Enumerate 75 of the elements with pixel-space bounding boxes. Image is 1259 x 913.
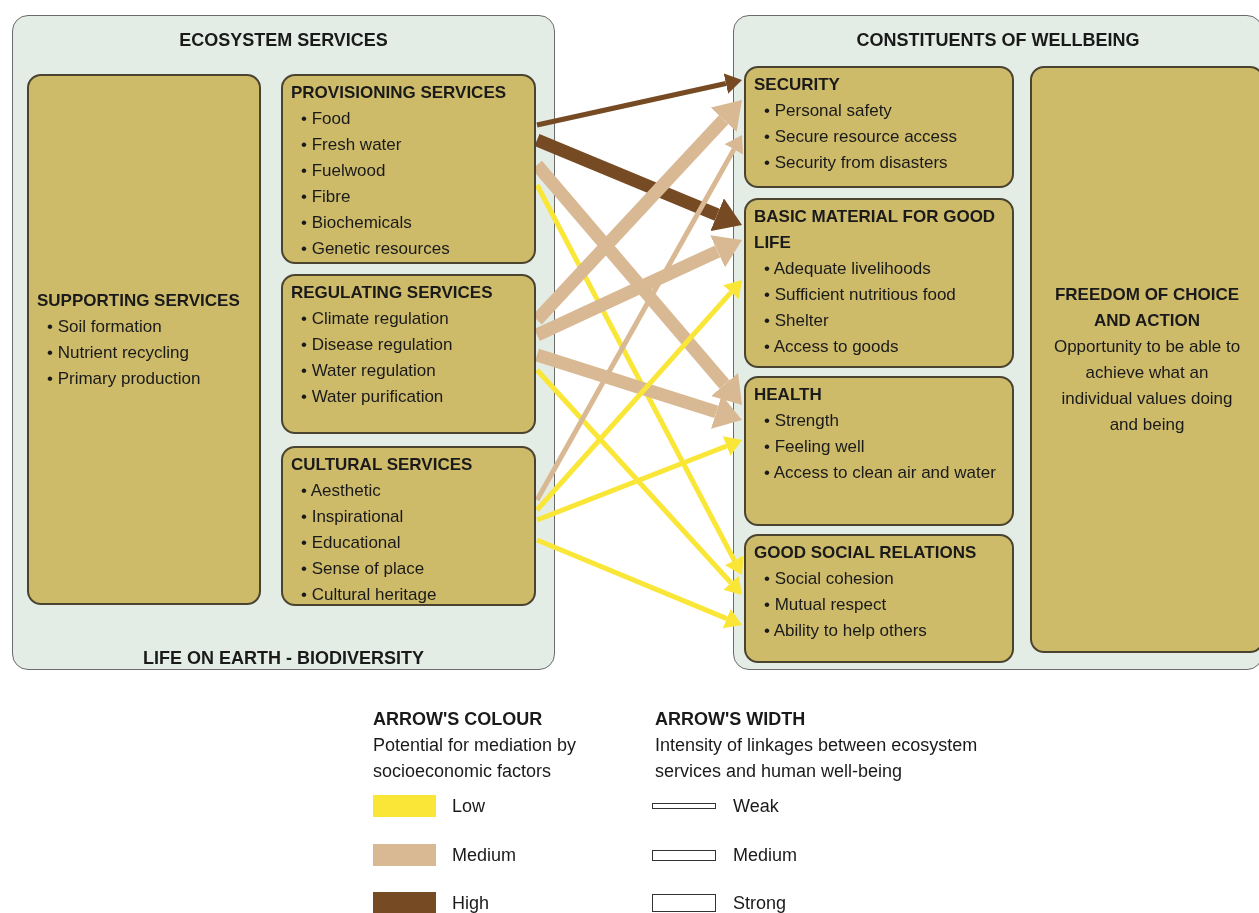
arrow bbox=[535, 280, 742, 512]
list-item: • Water regulation bbox=[300, 360, 437, 382]
box-heading: CULTURAL SERVICES bbox=[291, 454, 474, 476]
list-item: • Adequate livelihoods bbox=[763, 258, 932, 280]
legend-description: Potential for mediation by socioeconomic factors bbox=[373, 734, 578, 783]
box-heading: HEALTH bbox=[754, 384, 823, 406]
legend-label: Strong bbox=[733, 892, 787, 913]
arrow bbox=[534, 235, 742, 341]
category-box bbox=[27, 74, 261, 605]
box-heading: FREEDOM OF CHOICE AND ACTION bbox=[1053, 283, 1241, 332]
box-heading: SECURITY bbox=[754, 74, 841, 96]
arrow bbox=[536, 537, 742, 629]
list-item: • Food bbox=[300, 108, 352, 130]
group-title: CONSTITUENTS OF WELLBEING bbox=[856, 30, 1140, 51]
list-item: • Access to goods bbox=[763, 336, 900, 358]
arrow bbox=[536, 73, 742, 128]
list-item: • Inspirational bbox=[300, 506, 405, 528]
list-item: • Primary production bbox=[46, 367, 202, 390]
list-item: • Fibre bbox=[300, 186, 352, 208]
legend-label: High bbox=[452, 892, 490, 913]
list-item: • Social cohesion bbox=[763, 568, 895, 590]
arrow bbox=[534, 134, 742, 232]
legend-label: Medium bbox=[733, 844, 798, 867]
category-box bbox=[281, 446, 536, 606]
legend-heading: ARROW'S WIDTH bbox=[655, 708, 807, 731]
list-item: • Cultural heritage bbox=[300, 584, 438, 606]
category-box bbox=[744, 376, 1014, 526]
category-box bbox=[1030, 66, 1259, 653]
group-panel bbox=[733, 15, 1259, 670]
category-box bbox=[744, 66, 1014, 188]
list-item: • Personal safety bbox=[763, 100, 893, 122]
list-item: • Sense of place bbox=[300, 558, 426, 580]
group-panel bbox=[12, 15, 555, 670]
list-item: • Secure resource access bbox=[763, 126, 959, 148]
legend-label: Low bbox=[452, 795, 486, 818]
list-item: • Ability to help others bbox=[763, 620, 928, 642]
list-item: • Educational bbox=[300, 532, 402, 554]
box-heading: SUPPORTING SERVICES bbox=[37, 289, 241, 312]
list-item: • Water purification bbox=[300, 386, 445, 408]
legend-heading: ARROW'S COLOUR bbox=[373, 708, 544, 731]
list-item: • Strength bbox=[763, 410, 840, 432]
group-footer: LIFE ON EARTH - BIODIVERSITY bbox=[143, 648, 424, 669]
list-item: • Disease regulation bbox=[300, 334, 454, 356]
arrow bbox=[536, 436, 742, 523]
list-item: • Shelter bbox=[763, 310, 830, 332]
box-heading: REGULATING SERVICES bbox=[291, 282, 494, 304]
list-item: • Access to clean air and water bbox=[763, 462, 997, 484]
legend-label: Weak bbox=[733, 795, 779, 818]
list-item: • Genetic resources bbox=[300, 238, 451, 260]
legend-label: Medium bbox=[452, 844, 517, 867]
list-item: • Fuelwood bbox=[300, 160, 387, 182]
list-item: • Aesthetic bbox=[300, 480, 382, 502]
list-item: • Climate regulation bbox=[300, 308, 450, 330]
arrow bbox=[535, 368, 742, 595]
list-item: • Mutual respect bbox=[763, 594, 888, 616]
category-box bbox=[281, 74, 536, 264]
list-item: • Feeling well bbox=[763, 436, 866, 458]
list-item: • Fresh water bbox=[300, 134, 403, 156]
group-title: ECOSYSTEM SERVICES bbox=[179, 30, 388, 51]
list-item: • Soil formation bbox=[46, 315, 163, 338]
list-item: • Security from disasters bbox=[763, 152, 949, 174]
list-item: • Biochemicals bbox=[300, 212, 413, 234]
list-item: • Nutrient recycling bbox=[46, 341, 190, 364]
category-box bbox=[281, 274, 536, 434]
list-item: • Sufficient nutritious food bbox=[763, 284, 957, 306]
arrow bbox=[534, 135, 744, 502]
box-description: Opportunity to be able to achieve what an individual values doing and being bbox=[1052, 335, 1242, 436]
box-heading: PROVISIONING SERVICES bbox=[291, 82, 508, 104]
category-box bbox=[744, 198, 1014, 368]
box-heading: GOOD SOCIAL RELATIONS bbox=[754, 542, 978, 564]
arrow bbox=[535, 348, 742, 429]
box-heading: BASIC MATERIAL FOR GOOD LIFE bbox=[754, 206, 997, 254]
arrow bbox=[534, 183, 744, 575]
category-box bbox=[744, 534, 1014, 663]
legend-description: Intensity of linkages between ecosystem services and human well-being bbox=[655, 734, 979, 783]
